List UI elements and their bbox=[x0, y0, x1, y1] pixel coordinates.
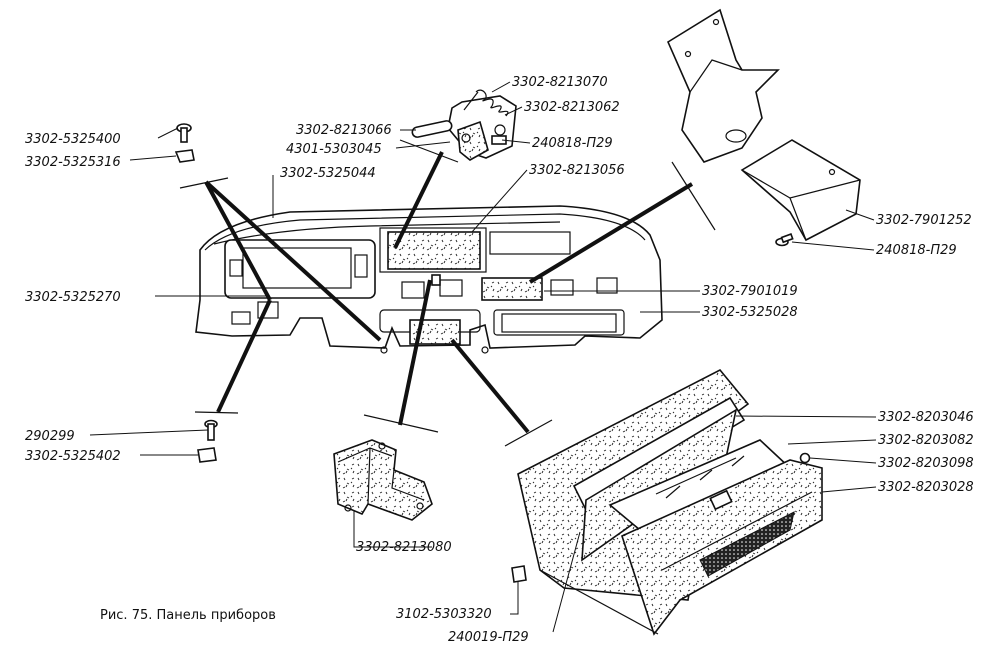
leader-lines bbox=[89, 81, 877, 633]
bracket-upper bbox=[666, 8, 780, 163]
bracket-7901252 bbox=[740, 139, 861, 242]
figure-caption: Рис. 75. Панель приборов bbox=[100, 608, 276, 623]
label-3302-8213062: 3302-8213062 bbox=[524, 100, 620, 115]
label-3102-5303320: 3102-5303320 bbox=[396, 607, 492, 622]
clip-3102-5303320 bbox=[511, 565, 527, 583]
label-3302-7901019: 3302-7901019 bbox=[702, 284, 798, 299]
label-3302-5325044: 3302-5325044 bbox=[280, 166, 376, 181]
screw-290299 bbox=[204, 419, 218, 441]
bracket-8213080 bbox=[333, 439, 433, 521]
instrument-panel bbox=[195, 205, 663, 354]
label-240019-p29: 240019-П29 bbox=[448, 630, 529, 645]
label-3302-5325270: 3302-5325270 bbox=[25, 290, 121, 305]
label-240818-p29-top: 240818-П29 bbox=[532, 136, 613, 151]
label-3302-8213080: 3302-8213080 bbox=[356, 540, 452, 555]
screw-5325400 bbox=[176, 123, 192, 143]
label-240818-p29-right: 240818-П29 bbox=[876, 243, 957, 258]
label-3302-8213066: 3302-8213066 bbox=[296, 123, 392, 138]
label-3302-8213056: 3302-8213056 bbox=[529, 163, 625, 178]
label-3302-7901252: 3302-7901252 bbox=[876, 213, 972, 228]
label-3302-5325316: 3302-5325316 bbox=[25, 155, 121, 170]
label-4301-5303045: 4301-5303045 bbox=[286, 142, 382, 157]
assembly-lines bbox=[204, 151, 694, 434]
label-3302-8213070: 3302-8213070 bbox=[512, 75, 608, 90]
label-3302-5325400: 3302-5325400 bbox=[25, 132, 121, 147]
label-3302-8203046: 3302-8203046 bbox=[878, 410, 974, 425]
label-3302-8203028: 3302-8203028 bbox=[878, 480, 974, 495]
glove-box-assembly bbox=[517, 368, 823, 636]
label-3302-5325028: 3302-5325028 bbox=[702, 305, 798, 320]
label-3302-8203082: 3302-8203082 bbox=[878, 433, 974, 448]
hinge-assembly bbox=[411, 89, 517, 161]
clip-5325316 bbox=[174, 149, 195, 163]
label-3302-8203098: 3302-8203098 bbox=[878, 456, 974, 471]
label-3302-5325402: 3302-5325402 bbox=[25, 449, 121, 464]
screw-240818-right bbox=[775, 233, 794, 247]
label-290299: 290299 bbox=[25, 429, 75, 444]
clip-5325402 bbox=[197, 447, 217, 463]
labels: 3302-5325400 3302-5325316 3302-5325044 3… bbox=[25, 75, 974, 645]
